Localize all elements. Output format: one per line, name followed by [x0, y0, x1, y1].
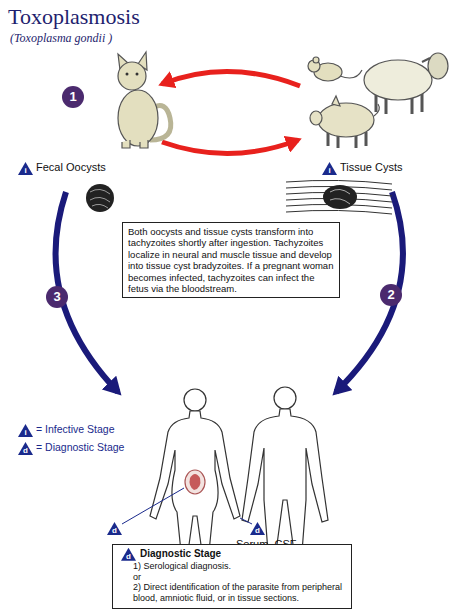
- diagnostic-box: d Diagnostic Stage 1) Serological diagnosi…: [112, 544, 352, 609]
- callout-number: 3: [46, 286, 68, 308]
- title: Toxoplasmosis: [8, 4, 140, 30]
- description-box: Both oocysts and tissue cysts transform …: [122, 222, 340, 298]
- cycle-arrow: [162, 140, 298, 154]
- box-text: or: [133, 572, 343, 583]
- box-heading-row: d Diagnostic Stage: [121, 548, 343, 561]
- sheep: [364, 53, 448, 114]
- callout-number: 1: [62, 86, 84, 108]
- box-heading: Diagnostic Stage: [140, 548, 221, 559]
- cat: [118, 52, 171, 148]
- tissue-cyst: [286, 180, 392, 214]
- box-text: 2) Direct identification of the parasite…: [133, 582, 343, 604]
- diagnostic-stage-marker: d: [121, 548, 136, 561]
- subtitle: (Toxoplasma gondii ): [10, 31, 112, 46]
- diagnostic-stage-marker: d: [107, 522, 122, 535]
- man-figure: [242, 387, 328, 552]
- stage-label: Fecal Oocysts: [36, 161, 106, 173]
- legend-marker: i: [18, 424, 33, 437]
- pig: [310, 96, 379, 148]
- infective-stage-marker: i: [18, 162, 33, 175]
- leader-line: [240, 518, 252, 524]
- leader-line: [122, 488, 184, 524]
- oocyst: [86, 184, 114, 212]
- callout-number: 2: [380, 284, 402, 306]
- woman-figure: [150, 389, 240, 552]
- diagnostic-stage-marker: d: [250, 522, 265, 535]
- legend-marker: d: [18, 442, 33, 455]
- infective-stage-marker: i: [322, 162, 337, 175]
- mouse: [308, 57, 362, 81]
- stage-label: Tissue Cysts: [340, 161, 403, 173]
- box-text: Both oocysts and tissue cysts transform …: [128, 226, 334, 294]
- transmission-arrow: [336, 192, 403, 392]
- box-text: 1) Serological diagnosis.: [133, 561, 343, 572]
- legend-text: = Diagnostic Stage: [36, 441, 124, 453]
- cycle-arrow: [162, 71, 300, 86]
- legend-text: = Infective Stage: [36, 423, 115, 435]
